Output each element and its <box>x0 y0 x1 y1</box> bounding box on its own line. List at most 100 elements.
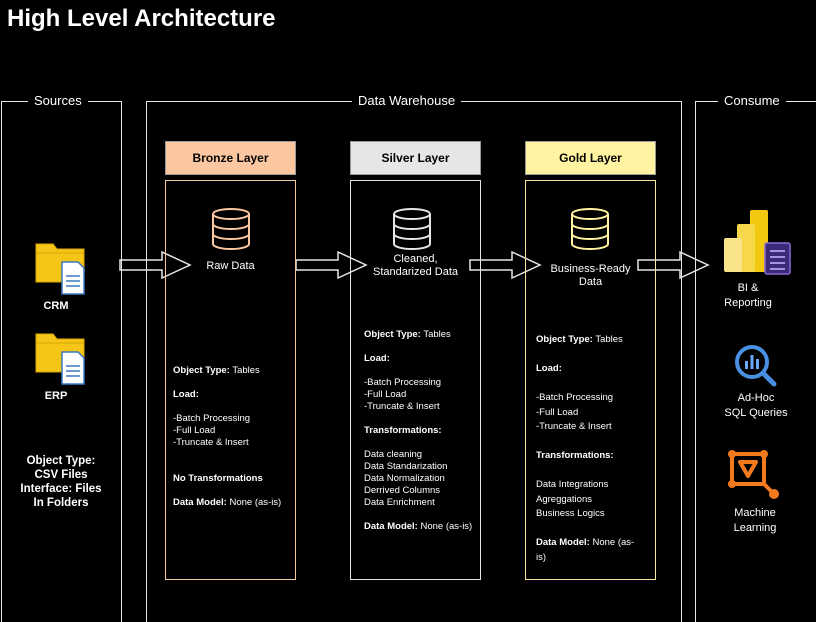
consume-label-line: Reporting <box>724 297 772 309</box>
consume-label-line: Ad-Hoc <box>737 392 775 404</box>
bronze-info: Object Type: Tables Load: -Batch Process… <box>173 365 281 509</box>
load-label: Load: <box>173 389 199 400</box>
transform-label: Transformations: <box>536 450 614 461</box>
spacer <box>364 341 472 353</box>
transform-item: Data Standarization <box>364 461 448 472</box>
consume-label-line: BI & <box>737 282 759 294</box>
spacer <box>536 522 634 537</box>
model-value: None (as-is) <box>420 521 473 532</box>
sources-info-line: CSV Files <box>34 469 88 481</box>
spacer <box>364 365 472 377</box>
transform-label: No Transformations <box>173 473 263 484</box>
adhoc-sql-label: Ad-Hoc SQL Queries <box>711 391 801 421</box>
bronze-caption: Raw Data <box>165 260 296 273</box>
spacer <box>536 464 634 479</box>
folder-file-icon <box>35 243 85 295</box>
flow-arrow <box>637 250 710 280</box>
spacer <box>364 413 472 425</box>
object-type-value: Tables <box>595 334 623 345</box>
load-item: -Truncate & Insert <box>364 401 440 412</box>
sources-info-line: Object Type: <box>26 455 96 467</box>
load-item: -Batch Processing <box>173 413 251 424</box>
object-type-row: Object Type: Tables <box>364 329 472 341</box>
object-type-label: Object Type: <box>536 334 593 345</box>
spacer <box>364 509 472 521</box>
source-erp-label: ERP <box>44 390 68 402</box>
gold-layer-header: Gold Layer <box>525 141 656 175</box>
spacer <box>173 401 281 413</box>
machine-learning-label: Machine Learning <box>710 506 800 536</box>
model-row: Data Model: None (as-is) <box>173 497 281 509</box>
silver-layer-box <box>350 180 481 580</box>
bigquery-icon <box>735 345 777 387</box>
model-value: None (as-is) <box>229 497 282 508</box>
consume-group-label: Consume <box>718 93 786 108</box>
spacer <box>536 435 634 450</box>
sources-info-line: Interface: Files <box>20 483 102 495</box>
load-item: -Batch Processing <box>536 392 614 403</box>
flow-arrow <box>295 250 368 280</box>
spacer <box>173 485 281 497</box>
bi-reporting-label: BI & Reporting <box>703 281 793 311</box>
bronze-layer-header: Bronze Layer <box>165 141 296 175</box>
spacer <box>364 437 472 449</box>
sources-info-line: In Folders <box>33 497 89 509</box>
model-row: Data Model: None (as- <box>536 536 634 551</box>
transform-item: Agreggations <box>536 493 592 505</box>
consume-label-line: SQL Queries <box>724 407 788 419</box>
model-row: Data Model: None (as-is) <box>364 521 472 533</box>
load-item: -Full Load <box>173 425 216 436</box>
load-item: -Full Load <box>364 389 407 400</box>
consume-group: Consume <box>695 93 816 622</box>
transform-label: Transformations: <box>364 425 442 436</box>
spacer <box>173 449 281 461</box>
spacer <box>536 377 634 392</box>
database-icon <box>393 208 431 250</box>
load-item: -Truncate & Insert <box>173 437 249 448</box>
sources-group: Sources <box>1 93 122 622</box>
bronze-layer-box <box>165 180 296 580</box>
consume-label-line: Machine <box>734 507 776 519</box>
transform-item: Business Logics <box>536 508 605 519</box>
page-title: High Level Architecture <box>7 5 276 32</box>
flow-arrow <box>469 250 542 280</box>
load-item: -Full Load <box>536 406 579 418</box>
silver-info: Object Type: Tables Load: -Batch Process… <box>364 329 472 533</box>
object-type-label: Object Type: <box>364 329 421 340</box>
source-crm-label: CRM <box>43 300 69 312</box>
silver-caption: Cleaned, Standarized Data <box>350 253 481 279</box>
object-type-row: Object Type: Tables <box>173 365 281 377</box>
object-type-value: Tables <box>232 365 260 376</box>
spacer <box>536 348 634 363</box>
spacer <box>173 461 281 473</box>
consume-label-line: Learning <box>733 522 777 534</box>
bronze-caption-line: Raw Data <box>206 260 255 272</box>
model-value: None (as- <box>592 537 635 548</box>
folder-file-icon <box>35 333 85 385</box>
sources-info: Object Type: CSV Files Interface: Files … <box>5 454 117 510</box>
sources-group-label: Sources <box>28 93 88 108</box>
object-type-value: Tables <box>423 329 451 340</box>
silver-layer-header: Silver Layer <box>350 141 481 175</box>
spacer <box>173 377 281 389</box>
transform-item: Derrived Columns <box>364 485 441 496</box>
gold-caption-line: Data <box>578 276 603 288</box>
warehouse-group-label: Data Warehouse <box>352 93 462 108</box>
model-value-cont: is) <box>536 551 547 563</box>
database-icon <box>571 208 609 250</box>
warehouse-group: Data Warehouse <box>146 93 682 622</box>
load-label: Load: <box>364 353 390 364</box>
load-item: -Truncate & Insert <box>536 421 612 432</box>
transform-item: Data cleaning <box>364 449 423 460</box>
gold-info: Object Type: Tables Load: -Batch Process… <box>536 333 634 565</box>
silver-caption-line: Standarized Data <box>373 266 458 278</box>
object-type-row: Object Type: Tables <box>536 333 634 348</box>
gold-caption: Business-Ready Data <box>525 263 656 289</box>
load-item: -Batch Processing <box>364 377 442 388</box>
load-label: Load: <box>536 363 562 374</box>
gold-caption-line: Business-Ready <box>550 263 631 275</box>
model-label: Data Model: <box>173 497 227 508</box>
model-label: Data Model: <box>364 521 418 532</box>
transform-item: Data Normalization <box>364 473 445 484</box>
database-icon <box>212 208 250 250</box>
